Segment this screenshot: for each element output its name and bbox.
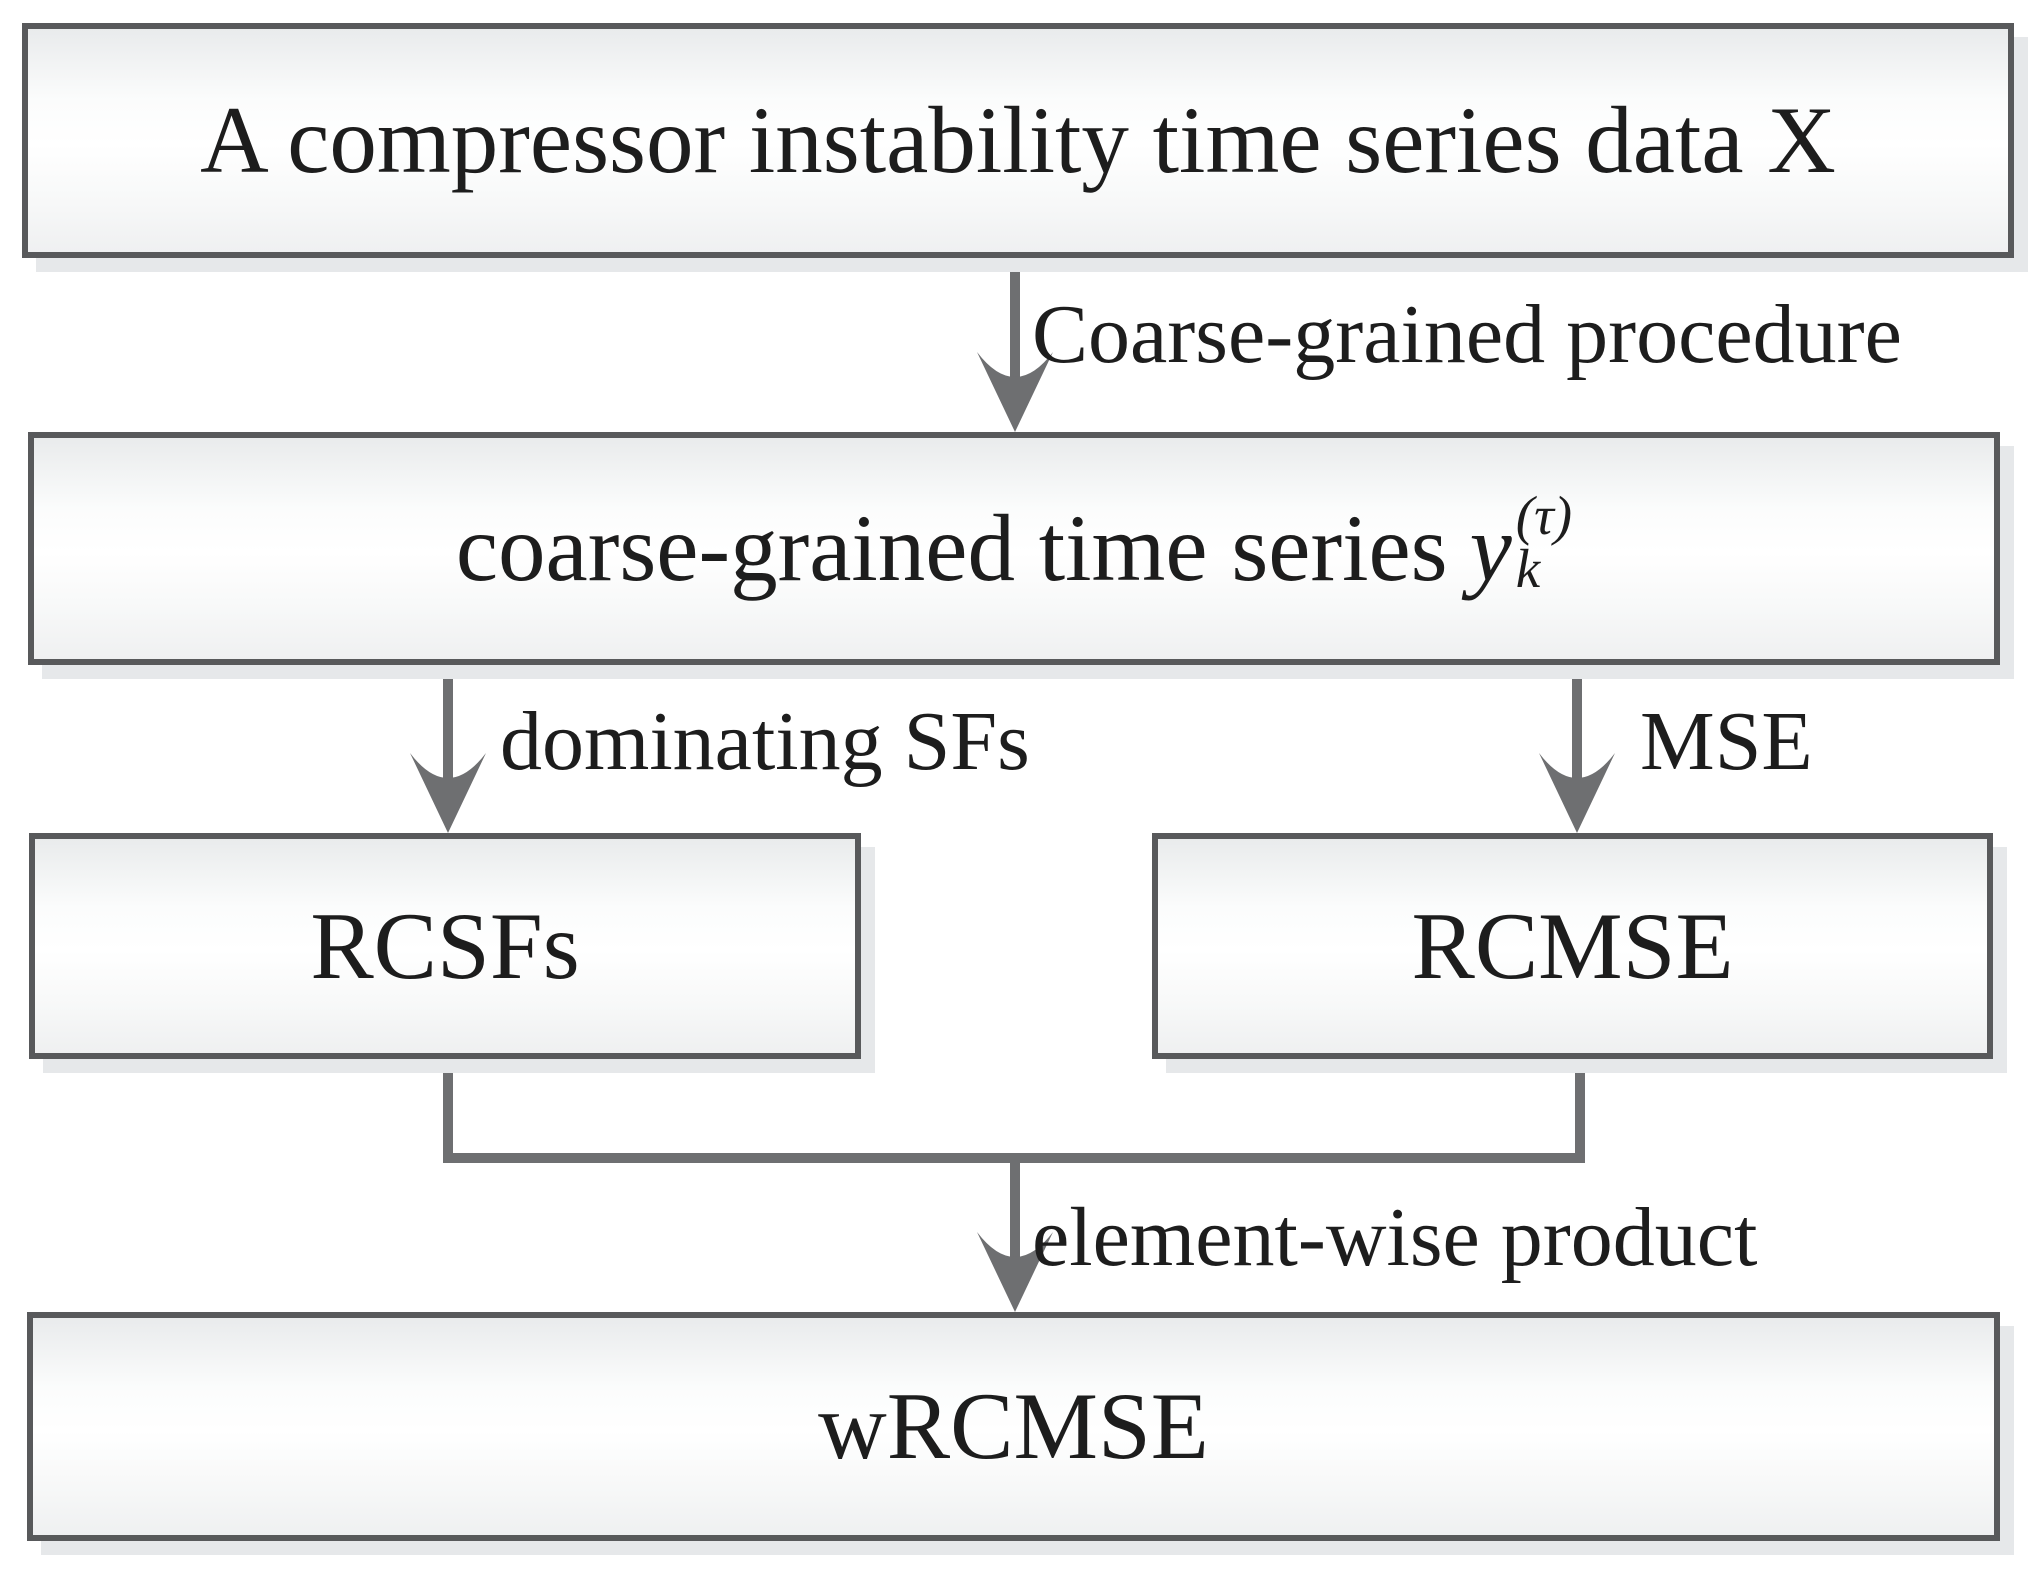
formula-superscript: (τ) — [1515, 485, 1573, 547]
edge-label-element-wise-product: element-wise product — [1032, 1191, 1758, 1284]
arrow-down-icon — [1539, 662, 1615, 833]
edge-label-coarse-grained-procedure: Coarse-grained procedure — [1032, 288, 1902, 381]
coarse-grained-formula: y(τ)k — [1469, 488, 1573, 601]
node-rcmse-box: RCMSE — [1152, 833, 1993, 1059]
formula-scripts: (τ)k — [1515, 485, 1573, 599]
edge-label-dominating-sfs: dominating SFs — [500, 695, 1030, 788]
node-wrcmse-label: wRCMSE — [818, 1373, 1209, 1479]
coarse-grained-label-text: coarse-grained time series — [455, 495, 1448, 601]
node-rcsfs-box: RCSFs — [29, 833, 861, 1059]
formula-subscript: k — [1515, 537, 1541, 599]
merge-connector-line — [443, 1053, 1585, 1163]
node-input-box: A compressor instability time series dat… — [22, 23, 2014, 258]
node-input-label: A compressor instability time series dat… — [200, 87, 1836, 193]
node-rcmse-label: RCMSE — [1411, 892, 1734, 999]
edge-label-mse: MSE — [1640, 695, 1813, 788]
arrow-down-icon — [410, 662, 486, 833]
formula-base: y — [1469, 495, 1512, 601]
node-wrcmse-box: wRCMSE — [27, 1312, 2000, 1541]
node-rcsfs-label: RCSFs — [310, 892, 580, 999]
